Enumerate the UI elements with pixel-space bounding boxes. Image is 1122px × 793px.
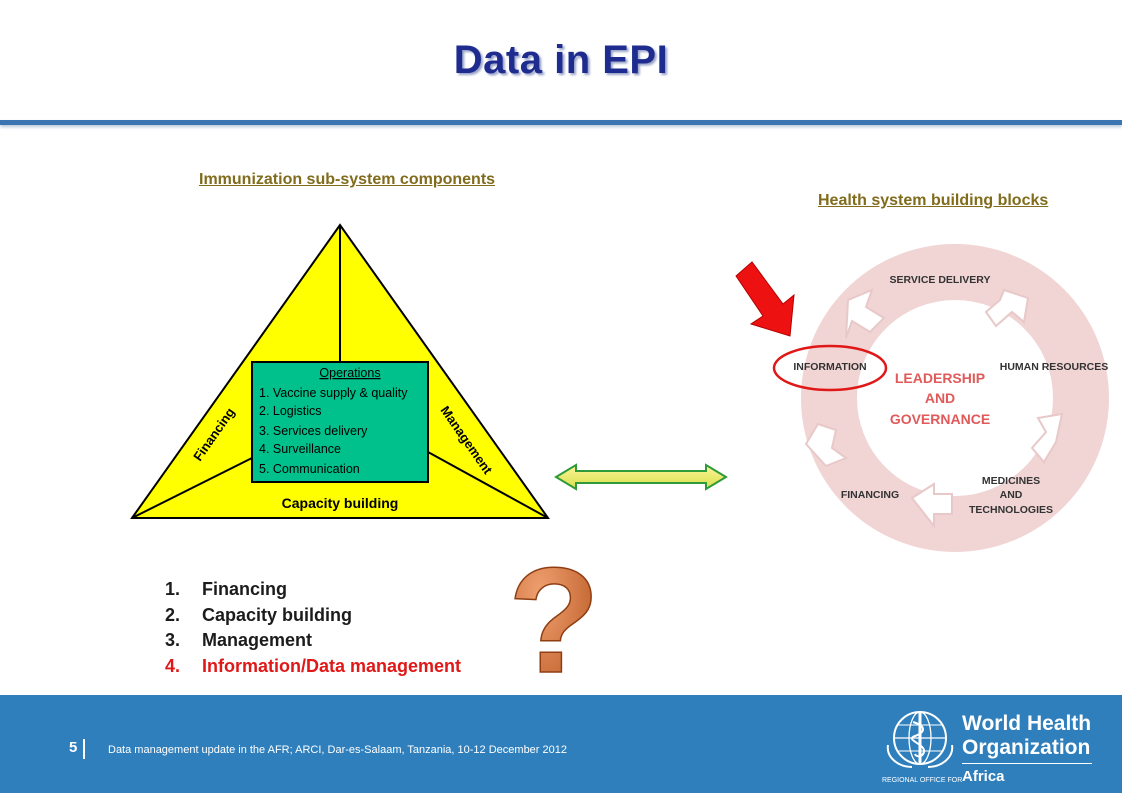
service-delivery-label: SERVICE DELIVERY (890, 274, 991, 286)
immunization-triangle: Operations 1. Vaccine supply & quality 2… (130, 223, 550, 519)
who-region-label: REGIONAL OFFICE FOR (882, 777, 963, 784)
list-item: 2.Capacity building (165, 604, 353, 625)
operations-item: 5. Communication (259, 462, 360, 476)
cycle-arrow-icon (984, 288, 1030, 328)
cycle-arrow-icon (910, 482, 953, 529)
list-item: 1.Financing (165, 579, 287, 599)
wheel-ring (801, 244, 1109, 552)
information-highlight-circle (772, 344, 888, 392)
capacity-building-label: Capacity building (282, 495, 399, 511)
operations-item: 1. Vaccine supply & quality (259, 386, 408, 400)
who-divider (962, 763, 1092, 764)
triangle-left-line (131, 457, 253, 519)
red-arrow-icon (735, 261, 795, 337)
cycle-arrow-icon (845, 288, 886, 339)
medicines-label: MEDICINES (982, 475, 1040, 487)
medicines-and-label: AND (1000, 489, 1023, 501)
operations-item: 4. Surveillance (259, 442, 341, 456)
double-arrow-icon (554, 463, 728, 491)
immunization-caption: Immunization sub-system components (199, 171, 496, 188)
cycle-arrow-icon (1030, 412, 1064, 464)
components-list: 1.Financing 2.Capacity building 3.Manage… (165, 577, 461, 679)
and-label: AND (925, 390, 955, 406)
operations-item: 3. Services delivery (259, 424, 368, 438)
question-mark-icon: ? (508, 536, 600, 695)
leadership-label: LEADERSHIP (895, 370, 985, 386)
health-system-wheel: LEADERSHIP AND GOVERNANCE SERVICE DELIVE… (772, 244, 1109, 552)
operations-heading: Operations (319, 366, 380, 380)
who-line2: Organization (962, 736, 1091, 759)
operations-box (251, 361, 429, 483)
operations-item: 2. Logistics (259, 404, 322, 418)
who-logo: World Health Organization REGIONAL OFFIC… (880, 705, 1100, 789)
who-africa-label: Africa (962, 768, 1005, 785)
cycle-arrow-icon (804, 422, 849, 468)
health-system-caption: Health system building blocks (818, 192, 1049, 209)
page-number: 5 (69, 739, 78, 756)
triangle-right-line (427, 451, 549, 519)
page-title: Data in EPI (453, 38, 669, 82)
diagram-canvas: Operations 1. Vaccine supply & quality 2… (130, 223, 1109, 695)
information-label: INFORMATION (793, 361, 866, 373)
who-line1: World Health (962, 712, 1092, 735)
who-emblem-icon (886, 711, 954, 768)
governance-label: GOVERNANCE (890, 411, 990, 427)
footer-bar: 5 Data management update in the AFR; ARC… (0, 695, 1122, 793)
footer-caption: Data management update in the AFR; ARCI,… (108, 744, 567, 756)
page-number-divider (83, 739, 85, 759)
wheel-center (859, 302, 1051, 494)
financing-block-label: FINANCING (841, 489, 899, 501)
technologies-label: TECHNOLOGIES (969, 504, 1053, 516)
list-item-highlighted: 4.Information/Data management (165, 655, 462, 676)
list-item: 3.Management (165, 630, 313, 650)
human-resources-label: HUMAN RESOURCES (1000, 361, 1109, 373)
title-divider (0, 120, 1122, 125)
